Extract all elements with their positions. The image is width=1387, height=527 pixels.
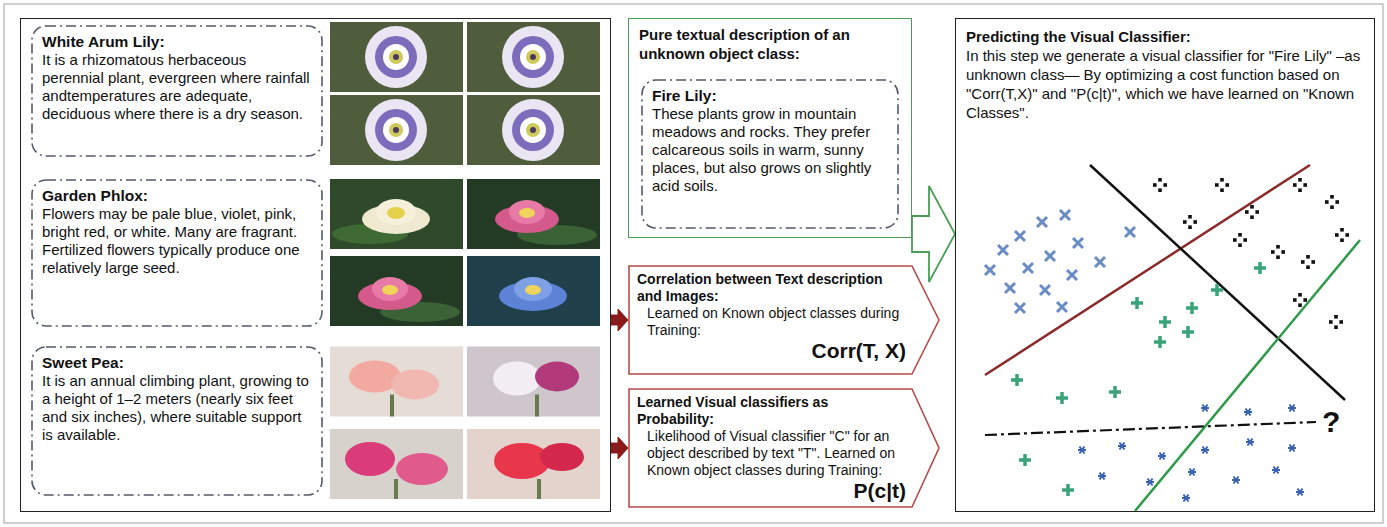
class-description: White Arum Lily:It is a rhizomatous herb… [31, 25, 323, 157]
class-name: Sweet Pea: [42, 353, 312, 372]
flower-photos [330, 22, 600, 499]
dash-dot-outline [642, 80, 898, 228]
class-samples-star [1078, 405, 1304, 502]
step-heading: Learned Visual classifiers as Probabilit… [637, 394, 906, 428]
class-samples-x [985, 210, 1135, 313]
class-description: Garden Phlox:Flowers may be pale blue, v… [31, 179, 323, 327]
panel-text: In this step we generate a visual classi… [966, 46, 1364, 122]
block-arrow [611, 437, 628, 459]
class-name: Garden Phlox: [42, 186, 312, 205]
formula: P(c|t) [637, 479, 906, 503]
description-text: It is an annual climbing plant, growing … [42, 372, 312, 444]
class-name: Fire Lily: [652, 86, 888, 105]
dash-dot-outline [32, 347, 322, 495]
image-panel: White Arum Lily:It is a rhizomatous herb… [20, 18, 611, 512]
description-text: These plants grow in mountain meadows an… [652, 105, 888, 195]
unknown-class-mark: ? [1322, 406, 1340, 438]
dash-dot-outline [32, 180, 322, 326]
dash-dot-outline [32, 26, 322, 156]
decision-boundaries [985, 165, 1360, 511]
step-text: Likelihood of Visual classifier "C" for … [637, 428, 906, 479]
panel-heading: Pure textual description of an unknown o… [639, 25, 901, 63]
prediction-panel: Predicting the Visual Classifier:In this… [955, 18, 1375, 512]
pentagon-outline [629, 389, 939, 507]
description-text: It is a rhizomatous herbaceous perennial… [42, 51, 312, 123]
panel-heading: Predicting the Visual Classifier: [966, 27, 1364, 46]
class-name: White Arum Lily: [42, 32, 312, 51]
class-samples-plus [1011, 262, 1266, 496]
step-text: Learned on Known object classes during T… [637, 305, 906, 339]
pentagon-outline [629, 266, 939, 374]
outer-frame [4, 4, 1383, 523]
training-step-pentagon: Learned Visual classifiers as Probabilit… [628, 388, 940, 508]
block-arrow [611, 309, 628, 331]
unknown-class-panel: Pure textual description of an unknown o… [628, 18, 912, 238]
class-description: Sweet Pea:It is an annual climbing plant… [31, 346, 323, 496]
step-heading: Correlation between Text description and… [637, 271, 906, 305]
training-step-pentagon: Correlation between Text description and… [628, 265, 940, 375]
description-text: Flowers may be pale blue, violet, pink, … [42, 205, 312, 277]
class-samples-diamond [1153, 178, 1349, 329]
class-description: Fire Lily:These plants grow in mountain … [641, 79, 899, 229]
formula: Corr(T, X) [637, 339, 906, 363]
hollow-arrow [912, 186, 955, 282]
